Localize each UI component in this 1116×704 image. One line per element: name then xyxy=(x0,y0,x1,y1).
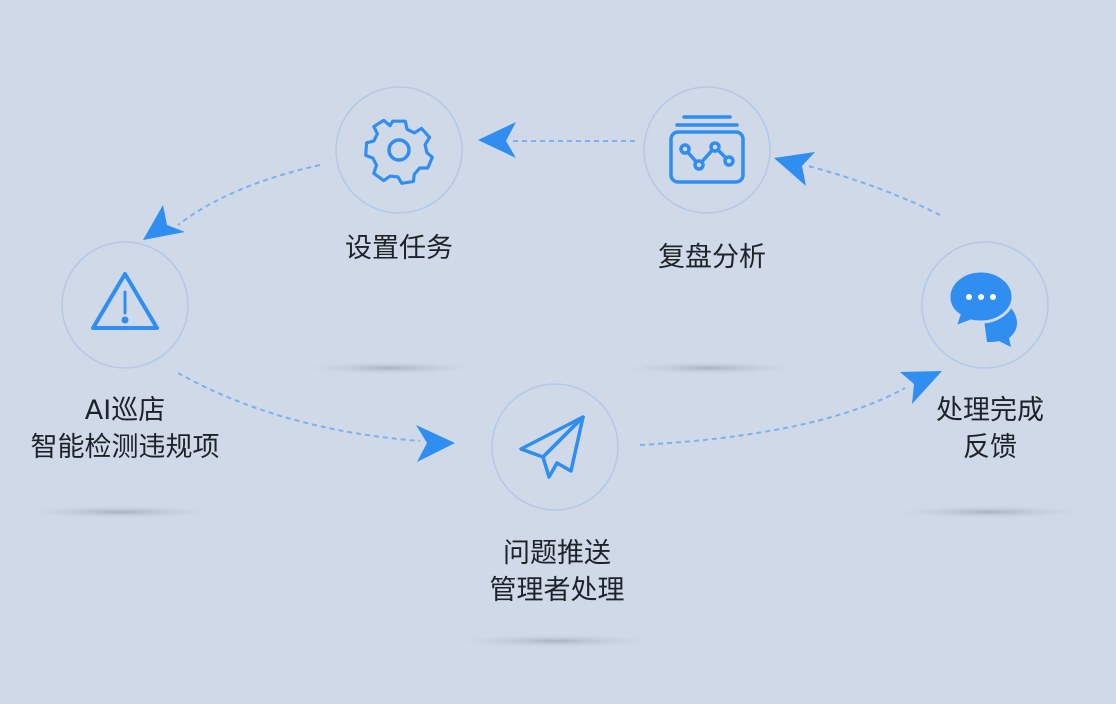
shadow xyxy=(885,505,1095,519)
node-circle-review xyxy=(643,86,771,214)
step-label-set-task: 设置任务 xyxy=(345,230,453,267)
node-circle-push xyxy=(491,383,619,511)
connector-feedback-to-review xyxy=(807,165,941,216)
arrowhead-icon xyxy=(143,205,185,240)
warning-icon xyxy=(91,272,159,330)
step-title: AI巡店 xyxy=(84,395,166,426)
step-label-ai-patrol: AI巡店 智能检测违规项 xyxy=(31,392,220,466)
step-subtitle: 反馈 xyxy=(963,432,1017,463)
shadow xyxy=(445,634,665,648)
gear-icon xyxy=(364,118,434,185)
step-label-review: 复盘分析 xyxy=(658,239,766,276)
chart-board-icon xyxy=(669,115,745,184)
step-title: 处理完成 xyxy=(936,395,1044,426)
connector-push-to-feedback xyxy=(639,387,906,446)
shadow xyxy=(615,361,805,375)
step-subtitle: 智能检测违规项 xyxy=(30,432,220,463)
step-subtitle: 管理者处理 xyxy=(489,575,625,606)
step-label-push: 问题推送 管理者处理 xyxy=(490,535,625,609)
connector-task-to-patrol xyxy=(177,164,321,226)
shadow xyxy=(15,505,225,519)
arrowhead-icon xyxy=(416,425,455,462)
step-label-feedback: 处理完成 反馈 xyxy=(936,392,1044,466)
node-circle-feedback xyxy=(921,241,1049,369)
step-title: 设置任务 xyxy=(345,233,453,264)
chat-bubbles-icon xyxy=(947,269,1017,347)
node-circle-ai-patrol xyxy=(61,241,189,369)
arrowhead-icon xyxy=(900,371,942,404)
connector-patrol-to-push xyxy=(177,372,421,442)
step-title: 复盘分析 xyxy=(658,242,766,273)
shadow xyxy=(295,361,485,375)
arrowhead-icon xyxy=(774,152,815,186)
arrowhead-icon xyxy=(478,122,516,158)
node-circle-set-task xyxy=(335,86,463,214)
step-title: 问题推送 xyxy=(503,538,611,569)
paper-plane-icon xyxy=(519,415,585,479)
